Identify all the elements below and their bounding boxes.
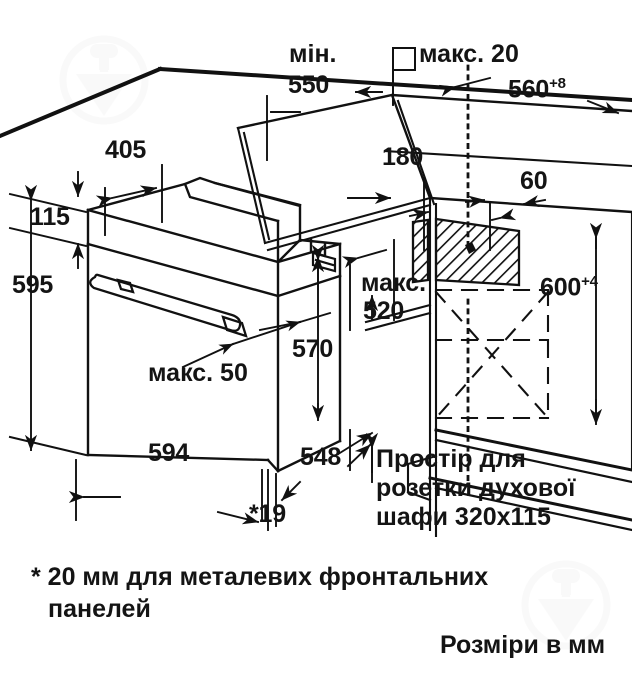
socket-space-note-line3: шафи 320х115 — [376, 503, 551, 531]
label-595: 595 — [12, 271, 54, 299]
dim-max-50 — [181, 311, 332, 369]
dim-594 — [68, 459, 269, 531]
socket-recess-hatched — [411, 217, 521, 287]
dim-max-520 — [341, 239, 395, 473]
units-note: Розміри в мм — [440, 631, 606, 659]
label-19: *19 — [249, 500, 286, 528]
oven-vent-glyph — [311, 251, 337, 273]
label-60: 60 — [520, 167, 548, 195]
label-405: 405 — [105, 136, 147, 164]
oven-door-handle — [89, 273, 248, 338]
label-max-20: макс. 20 — [419, 40, 519, 68]
worktop-panel — [266, 149, 632, 252]
worktop-edge — [0, 66, 632, 139]
dim-60 — [464, 195, 547, 251]
socket-space-note-line1: Простір для — [376, 445, 526, 473]
dim-min-550 — [266, 59, 394, 161]
square-outline-icon — [392, 47, 416, 71]
dim-19 — [261, 469, 277, 527]
epicentr-logo-watermark — [521, 560, 611, 650]
dim-595 — [8, 184, 88, 457]
footnote-line1: * 20 мм для металевих фронтальних — [31, 563, 489, 591]
cabinet-floor-lines — [364, 303, 632, 532]
label-max-prefix: макс. — [361, 269, 427, 297]
label-600: 600+4 — [540, 273, 598, 302]
footnote-line2: панелей — [48, 595, 151, 623]
dim-405 — [95, 164, 163, 236]
dim-115 — [8, 171, 88, 269]
dim-560 — [438, 76, 620, 115]
niche-hidden-edges — [434, 288, 550, 420]
label-min-prefix: мін. — [289, 40, 337, 68]
label-548: 548 — [300, 443, 342, 471]
label-180: 180 — [382, 143, 424, 171]
label-min-550: 550 — [288, 71, 330, 99]
label-594: 594 — [148, 439, 190, 467]
socket-space-note-line2: розетки духової — [376, 474, 576, 502]
dim-180 — [347, 177, 430, 251]
label-560: 560+8 — [508, 75, 566, 104]
label-115: 115 — [30, 203, 70, 231]
socket-leader — [333, 431, 374, 458]
label-570: 570 — [292, 335, 334, 363]
label-max-50: макс. 50 — [148, 359, 248, 387]
label-520: 520 — [363, 297, 405, 325]
